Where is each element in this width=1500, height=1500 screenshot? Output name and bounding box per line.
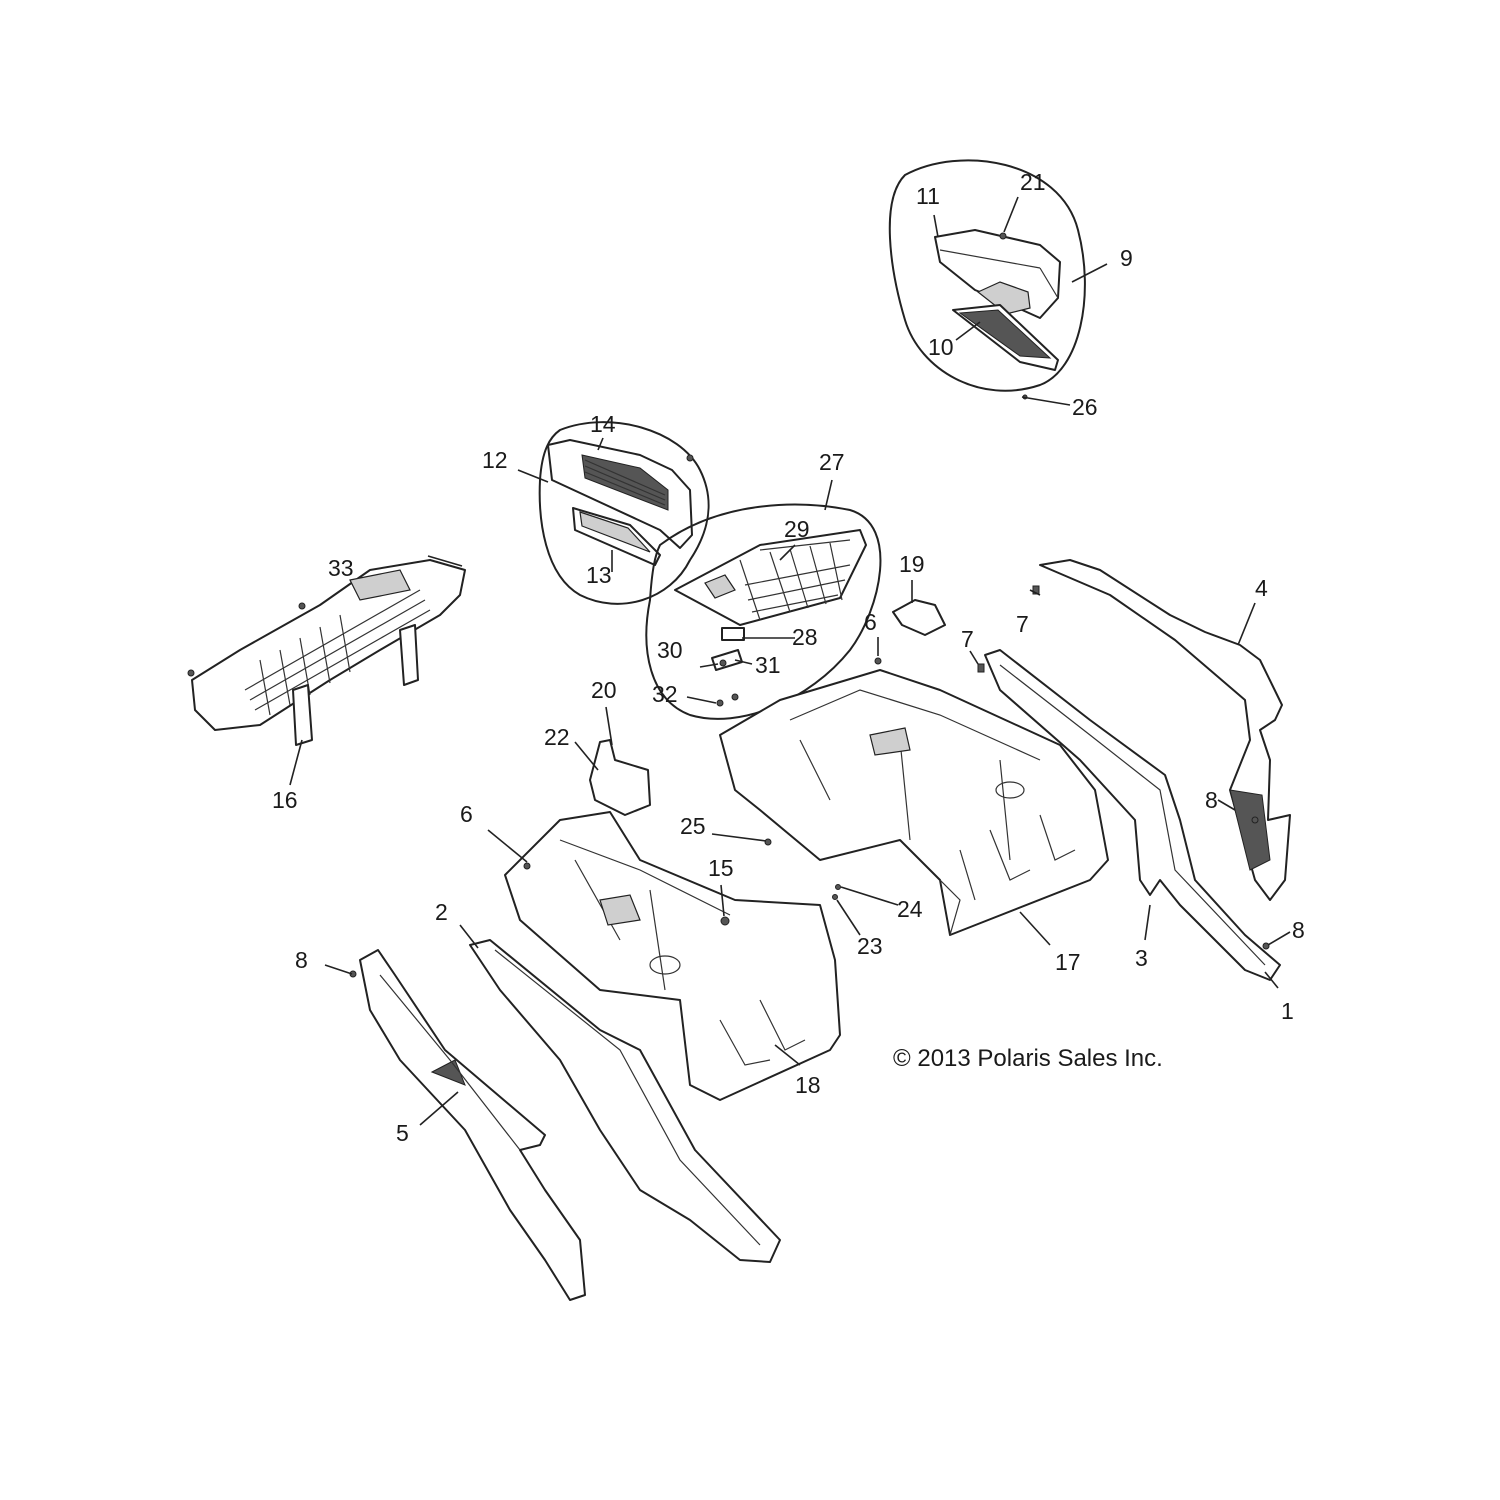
part-28-latch [721,627,745,641]
callout-13: 13 [586,562,612,588]
callout-4: 4 [1255,575,1268,601]
callout-7a: 7 [1016,611,1029,637]
screw-8-right [1262,942,1270,950]
callout-33: 33 [328,555,354,581]
callout-23: 23 [857,933,883,959]
callout-5: 5 [396,1120,409,1146]
part-14-vent-housing [547,439,693,549]
part-30-fastener [719,659,727,667]
callout-12: 12 [482,447,508,473]
part-7-clip-a [1032,585,1040,595]
callout-30: 30 [657,637,683,663]
part-18-front-tub [504,811,841,1101]
callout-21: 21 [1020,169,1046,195]
part-23-fastener [832,894,838,900]
callout-8c: 8 [1292,917,1305,943]
part-21-screw [999,232,1007,240]
part-10-grille [952,304,1059,371]
part-32b-fastener [731,693,739,701]
part-7-clip-b [977,663,985,673]
screw-8-upper [1251,816,1259,824]
callout-17: 17 [1055,949,1081,975]
callout-14: 14 [590,411,616,437]
callout-26: 26 [1072,394,1098,420]
part-11-cover [934,229,1061,319]
leader-lines [289,196,1291,1126]
part-17-rear-tub [719,669,1109,936]
part-4-upper-panel [1039,559,1291,901]
screw-33a [187,669,195,677]
callout-29: 29 [784,516,810,542]
part-5-rocker [359,949,586,1301]
part-29-storage-lid [674,529,867,626]
callout-27: 27 [819,449,845,475]
callout-18: 18 [795,1072,821,1098]
callout-9: 9 [1120,245,1133,271]
part-32-fastener [716,699,724,707]
screw-33b [298,602,306,610]
leader-33-tip [427,555,463,567]
callout-25: 25 [680,813,706,839]
callout-22: 22 [544,724,570,750]
callout-28: 28 [792,624,818,650]
callout-31: 31 [755,652,781,678]
callout-15: 15 [708,855,734,881]
part-19-bracket [892,599,946,636]
screw-6-lower [523,862,531,870]
callout-32: 32 [652,681,678,707]
part-24-fastener [835,884,841,890]
group-outline-9 [888,159,1086,392]
callout-11: 11 [916,183,940,209]
part-15-bolt [720,916,730,926]
callout-1: 1 [1281,998,1294,1024]
part-33-console [191,559,466,746]
callout-3: 3 [1135,945,1148,971]
part-3-rocker [984,649,1281,981]
copyright-notice: © 2013 Polaris Sales Inc. [893,1045,1163,1072]
callout-8a: 8 [295,947,308,973]
callout-24: 24 [897,896,923,922]
callout-16: 16 [272,787,298,813]
callout-19: 19 [899,551,925,577]
screw-6-upper [874,657,882,665]
part-2-side-panel [469,939,781,1263]
callout-10: 10 [928,334,954,360]
callout-labels: 1 2 3 4 5 6 6 7 7 8 8 8 9 10 11 12 13 14… [272,169,1305,1146]
callout-2: 2 [435,899,448,925]
callout-6b: 6 [460,801,473,827]
part-20-bracket [589,739,651,816]
screw-group12 [686,454,694,462]
group-outline-27 [645,503,882,720]
part-25-fastener [764,838,772,846]
callout-8b: 8 [1205,787,1218,813]
callout-6a: 6 [864,609,877,635]
group-outline-12 [538,421,710,605]
callout-20: 20 [591,677,617,703]
part-13-vent-frame [572,507,661,566]
callout-7b: 7 [961,626,974,652]
